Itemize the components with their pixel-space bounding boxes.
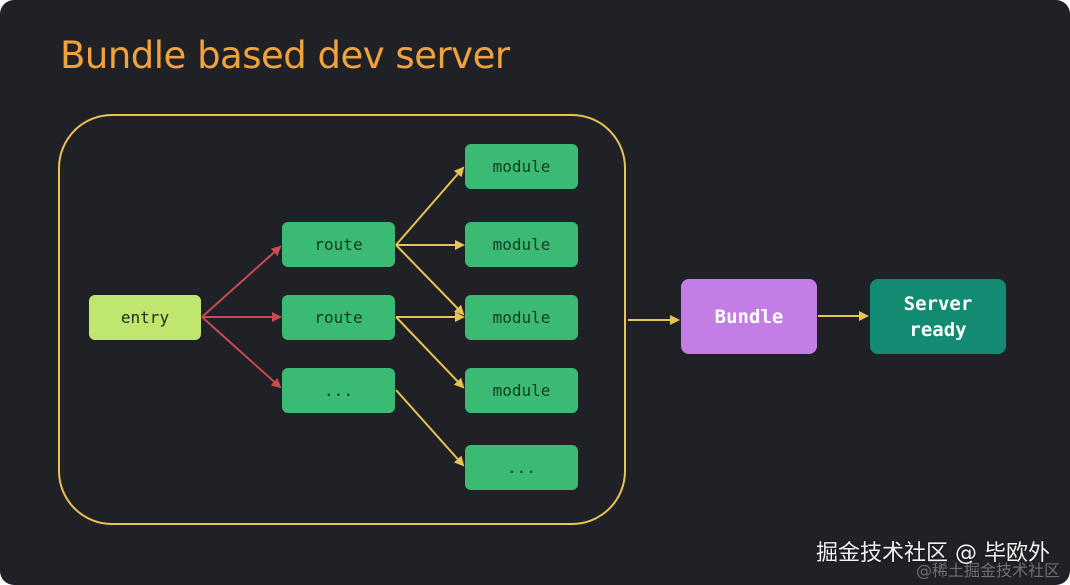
node-module-1: module — [465, 144, 578, 189]
node-entry: entry — [89, 295, 201, 340]
node-route-3: ... — [282, 368, 395, 413]
diagram-title: Bundle based dev server — [60, 34, 510, 77]
node-route-2: route — [282, 295, 395, 340]
arrow-entry-route3 — [201, 316, 282, 389]
node-module-4: module — [465, 368, 578, 413]
arrow-route1-module1 — [395, 166, 465, 246]
node-route-1: route — [282, 222, 395, 267]
watermark-text: 掘金技术社区 @ 毕欧外 — [816, 541, 1050, 566]
node-bundle: Bundle — [681, 279, 817, 354]
arrow-route3-module5 — [395, 389, 465, 467]
node-module-5: ... — [465, 445, 578, 490]
node-server-ready: Server ready — [870, 279, 1006, 354]
watermark-faint-text: @稀土掘金技术社区 — [915, 561, 1060, 580]
arrow-route1-module3 — [395, 244, 465, 316]
bundle-container-box — [58, 114, 626, 525]
arrow-route2-module4 — [395, 316, 465, 389]
arrow-entry-route1 — [201, 245, 282, 318]
node-module-3: module — [465, 295, 578, 340]
node-module-2: module — [465, 222, 578, 267]
